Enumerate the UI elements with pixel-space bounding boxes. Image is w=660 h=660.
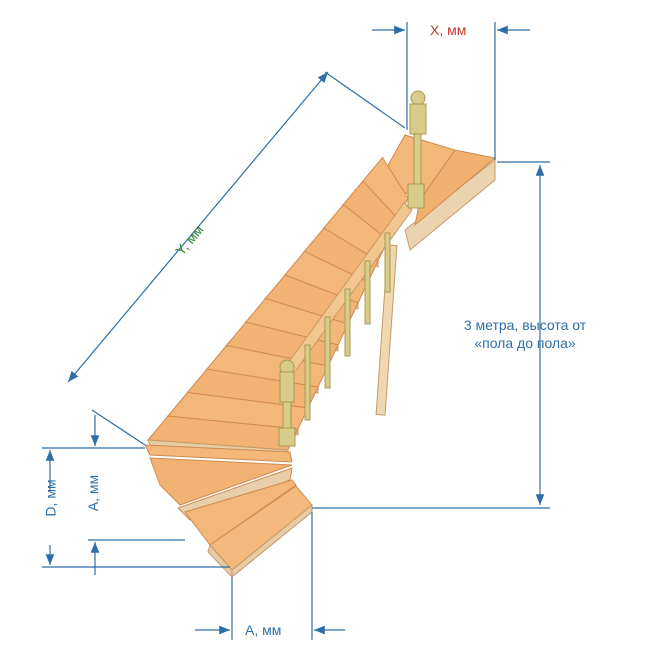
top-newel-post [407,90,427,209]
a-dimension-horizontal-label: A, мм [245,622,282,638]
baluster [364,260,371,325]
baluster [384,232,391,293]
staircase [144,90,497,579]
support-post [375,244,398,416]
dimension-lines [42,22,550,640]
d-dimension-label: D, мм [42,479,59,517]
height-dimension-label: 3 метра, высота от «пола до пола» [455,316,595,352]
baluster [344,288,351,357]
a-dimension-vertical-label: A, мм [85,474,102,512]
bottom-winder-tread [144,444,293,463]
y-dim-line [67,71,329,383]
height-label-line1: 3 метра, высота от [463,317,587,333]
height-label-line2: «пола до пола» [474,335,576,351]
bottom-winder-tread [184,479,297,546]
baluster [304,344,311,421]
top-winder-tread [414,149,497,227]
bottom-winder-tread [149,457,293,506]
baluster [324,316,331,389]
x-dimension-label: X, мм [430,22,467,38]
